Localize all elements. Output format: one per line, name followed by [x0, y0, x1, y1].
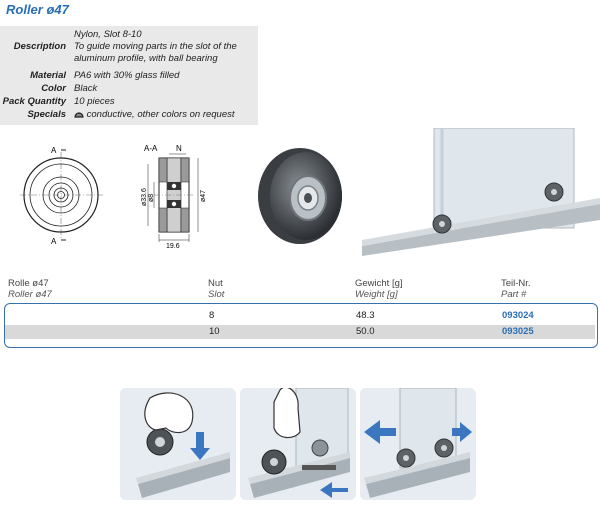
- table-header-slot: Nut Slot: [208, 278, 224, 300]
- assembly-step-2: [240, 386, 356, 500]
- assembly-step-3: [360, 387, 476, 500]
- table-header-weight: Gewicht [g] Weight [g]: [355, 278, 403, 300]
- header-de: Nut: [208, 278, 223, 289]
- dim-outer: ø47: [200, 190, 207, 202]
- header-en: Slot: [208, 289, 225, 300]
- spec-box: Nylon, Slot 8-10 Description To guide mo…: [0, 26, 258, 125]
- step3-illustration: [364, 387, 472, 498]
- arrow-left-icon: [320, 482, 348, 498]
- table-header-roller: Rolle ø47 Roller ø47: [8, 278, 52, 300]
- section-view-drawing: A-A N ø33.6 ø8 ø47 19.6: [141, 144, 207, 250]
- spec-label: Material: [30, 70, 66, 81]
- dim-width: 19.6: [166, 243, 180, 250]
- conductive-icon: [74, 112, 84, 118]
- spec-label: Color: [41, 83, 66, 94]
- spec-label: Description: [13, 41, 66, 52]
- cell-weight: 48.3: [356, 310, 375, 321]
- spec-value: PA6 with 30% glass filled: [74, 70, 180, 81]
- assembly-step-1: [120, 388, 236, 500]
- spec-specials-text: conductive, other colors on request: [86, 109, 235, 120]
- section-title: A-A: [144, 144, 158, 153]
- arrow-left-big-icon: [364, 420, 396, 444]
- section-mark-bottom: A: [51, 237, 57, 246]
- spec-value: Nylon, Slot 8-10: [74, 29, 142, 40]
- dim-bore: ø8: [148, 194, 155, 202]
- arrow-right-icon: [452, 422, 472, 442]
- table-row: 8 48.3 093024: [5, 309, 595, 323]
- cell-part-number[interactable]: 093025: [502, 326, 534, 337]
- dim-hub: ø33.6: [141, 188, 148, 206]
- table-header-part: Teil-Nr. Part #: [501, 278, 531, 300]
- arrow-down-icon: [190, 432, 210, 460]
- slot-n-label: N: [176, 144, 182, 153]
- header-de: Teil-Nr.: [501, 278, 531, 289]
- cell-slot: 8: [209, 310, 215, 321]
- spec-label: Specials: [27, 109, 66, 120]
- cell-weight: 50.0: [356, 326, 375, 337]
- cell-slot: 10: [209, 326, 220, 337]
- spec-value: Black: [74, 83, 98, 94]
- section-mark-top: A: [51, 146, 57, 155]
- table-row: 10 50.0 093025: [5, 325, 595, 339]
- spec-value: To guide moving parts in the slot of the…: [74, 41, 237, 64]
- application-photo: [362, 128, 600, 256]
- spec-label: Pack Quantity: [2, 96, 66, 107]
- step2-illustration: [248, 386, 350, 498]
- header-de: Gewicht [g]: [355, 278, 403, 289]
- front-view-drawing: A A: [20, 146, 104, 246]
- spec-value: 10 pieces: [74, 96, 115, 107]
- roller-photo: [258, 148, 342, 244]
- product-title: Roller ø47: [6, 2, 69, 17]
- cell-part-number[interactable]: 093024: [502, 310, 534, 321]
- header-en: Part #: [501, 289, 527, 300]
- header-de: Rolle ø47: [8, 278, 49, 289]
- spec-value: conductive, other colors on request: [74, 109, 256, 121]
- step1-illustration: [136, 392, 230, 498]
- header-en: Weight [g]: [355, 289, 398, 300]
- table-frame: [4, 303, 598, 348]
- header-en: Roller ø47: [8, 289, 52, 300]
